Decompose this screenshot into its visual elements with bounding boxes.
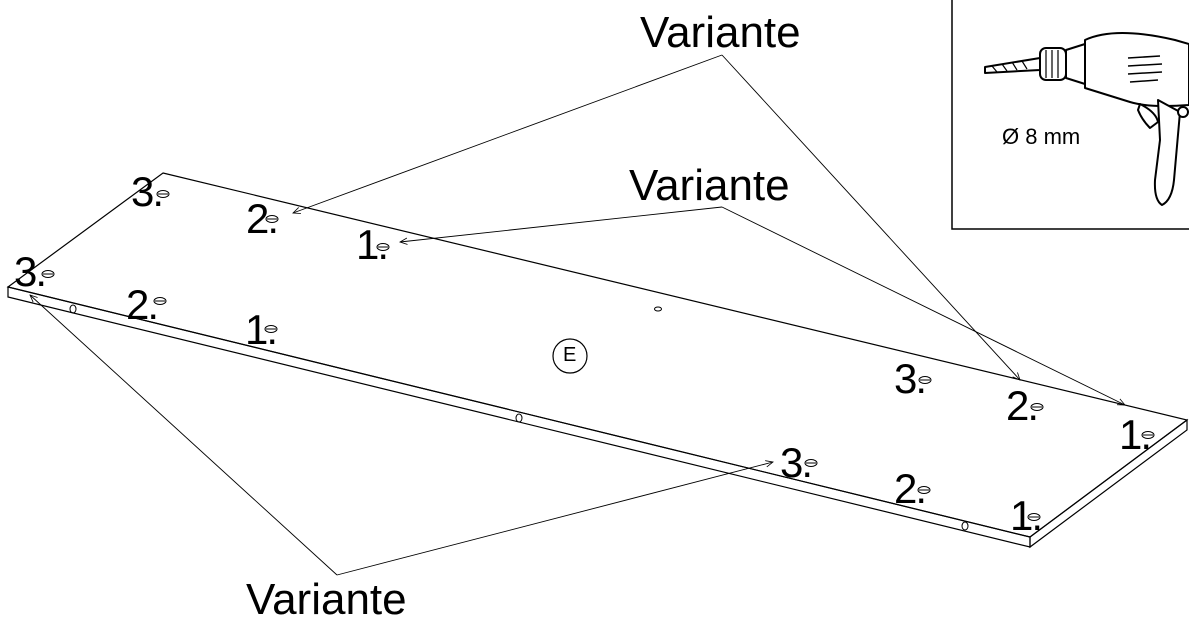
- callout-variant-middle: Variante: [629, 161, 790, 210]
- panel-top-face: [6, 172, 1189, 538]
- callout-variant-top: Variante: [640, 8, 801, 57]
- center-hole: [654, 306, 662, 312]
- fitting: [156, 190, 170, 198]
- leader-line: [400, 206, 723, 242]
- step-number: 1.: [1119, 411, 1152, 458]
- fitting: [265, 215, 279, 223]
- callout-variant-bottom: Variante: [246, 575, 407, 624]
- edge-holes: [69, 304, 969, 531]
- step-number: 1.: [1010, 492, 1043, 539]
- step-number: 3.: [894, 355, 927, 402]
- fitting: [264, 325, 278, 333]
- edge-hole: [69, 304, 77, 314]
- leader-line: [30, 295, 338, 576]
- leader-line: [721, 54, 1020, 380]
- fitting: [804, 459, 818, 467]
- step-number: 1.: [356, 221, 389, 268]
- panel-front-face: [7, 286, 1031, 548]
- step-number: 2.: [126, 281, 159, 328]
- fitting: [917, 486, 931, 494]
- part-label-circle: [552, 338, 588, 374]
- cam-fittings: [41, 190, 1155, 521]
- fitting: [1030, 403, 1044, 411]
- part-label: E: [563, 344, 577, 366]
- leader-line: [336, 462, 773, 576]
- edge-hole: [961, 521, 969, 531]
- step-number: 2.: [894, 465, 927, 512]
- panel-side-face: [1029, 418, 1188, 549]
- fitting: [376, 243, 390, 251]
- inset-frame: [951, 0, 1189, 230]
- leader-line: [721, 206, 1125, 405]
- step-number: 2.: [246, 195, 279, 242]
- fitting: [918, 376, 932, 384]
- callout-leaders: [30, 54, 1125, 576]
- edge-hole: [515, 413, 523, 423]
- drill-diameter-label: Ø 8 mm: [1002, 124, 1081, 149]
- step-number: 1.: [245, 306, 278, 353]
- leader-line: [293, 54, 723, 213]
- panel-board: [6, 172, 1189, 549]
- fitting: [41, 270, 55, 278]
- step-number: 3.: [131, 168, 164, 215]
- fitting: [1027, 513, 1041, 521]
- fitting: [153, 297, 167, 305]
- drill-inset: [951, 0, 1189, 230]
- step-number: 3.: [780, 439, 813, 486]
- fitting: [1141, 431, 1155, 439]
- step-number: 2.: [1006, 382, 1039, 429]
- drill-icon: [984, 32, 1189, 206]
- step-number: 3.: [14, 248, 47, 295]
